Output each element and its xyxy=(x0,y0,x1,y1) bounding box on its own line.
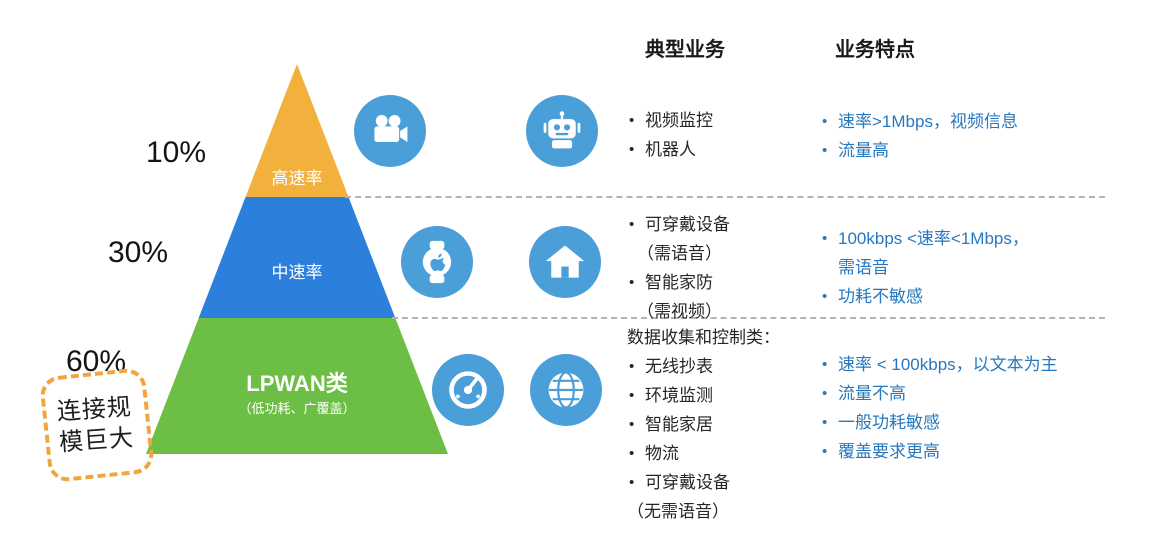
bullet-icon: • xyxy=(822,385,828,402)
list-item-text: 速率>1Mbps，视频信息 xyxy=(838,112,1018,131)
list-item: •（无需语音） xyxy=(627,497,730,526)
bullet-icon: • xyxy=(629,387,635,404)
list-item: • 物流 xyxy=(627,439,730,468)
connection-scale-annotation: 连接规模巨大 xyxy=(38,366,156,484)
typical-list-row3: • 无线抄表 • 环境监测 • 智能家居 • 物流 • 可穿戴设备 •（无需语音） xyxy=(627,352,730,526)
robot-glyph xyxy=(543,111,581,149)
list-item: • 可穿戴设备 xyxy=(627,210,730,239)
bullet-icon: • xyxy=(822,288,828,305)
list-item-text: 物流 xyxy=(645,444,679,463)
list-item: • 流量高 xyxy=(820,136,1018,165)
annotation-text: 连接规模巨大 xyxy=(56,393,135,457)
typical-list-row2: • 可穿戴设备 •（需语音） • 智能家防 •（需视频） xyxy=(627,210,730,326)
bullet-icon: • xyxy=(629,216,635,233)
list-item-text: 可穿戴设备 xyxy=(645,473,730,492)
features-list-row3: • 速率 < 100kbps，以文本为主 • 流量不高 • 一般功耗敏感 • 覆盖要求更… xyxy=(820,350,1058,466)
globe-glyph xyxy=(548,371,584,409)
list-item: • 流量不高 xyxy=(820,379,1058,408)
globe-icon xyxy=(530,354,602,426)
list-item-text: 智能家防 xyxy=(645,273,713,292)
typical-business-header: 典型业务 xyxy=(645,39,725,61)
video-camera-icon xyxy=(354,95,426,167)
smart-home-icon xyxy=(529,226,601,298)
list-item-text: （需语音） xyxy=(637,244,722,263)
bullet-icon: • xyxy=(629,358,635,375)
bullet-icon: • xyxy=(629,274,635,291)
list-item: • 一般功耗敏感 xyxy=(820,408,1058,437)
list-item-text: 可穿戴设备 xyxy=(645,215,730,234)
house-glyph xyxy=(545,245,585,278)
list-item: •（需视频） xyxy=(627,297,730,326)
tier-low-label: LPWAN类 xyxy=(246,371,348,396)
list-item-text: 流量不高 xyxy=(838,384,906,403)
divider-line-2 xyxy=(392,317,1105,319)
list-item-text: 功耗不敏感 xyxy=(838,287,923,306)
meter-gauge-icon xyxy=(432,354,504,426)
data-collection-group-label: 数据收集和控制类： xyxy=(627,328,780,347)
bullet-icon: • xyxy=(822,414,828,431)
list-item: • 视频监控 xyxy=(627,106,713,135)
bullet-icon: • xyxy=(822,356,828,373)
bullet-icon: • xyxy=(629,416,635,433)
list-item: • 环境监测 xyxy=(627,381,730,410)
smart-watch-icon xyxy=(401,226,473,298)
list-item: • 无线抄表 xyxy=(627,352,730,381)
list-item-text: 视频监控 xyxy=(645,111,713,130)
bullet-icon: • xyxy=(629,445,635,462)
bullet-icon: • xyxy=(822,113,828,130)
gauge-glyph xyxy=(449,371,487,409)
smart-watch-glyph xyxy=(422,240,452,284)
bullet-icon: • xyxy=(629,112,635,129)
list-item: • 覆盖要求更高 xyxy=(820,437,1058,466)
list-item: • 可穿戴设备 xyxy=(627,468,730,497)
video-camera-glyph xyxy=(374,114,408,142)
list-item-text: 智能家居 xyxy=(645,415,713,434)
list-item-text: 100kbps <速率<1Mbps， xyxy=(838,229,1029,248)
divider-line-1 xyxy=(345,196,1105,198)
list-item: • 智能家防 xyxy=(627,268,730,297)
list-item-text: （无需语音） xyxy=(627,502,729,521)
list-item: •需语音 xyxy=(820,253,1029,282)
tier-high-percent: 10% xyxy=(146,136,207,169)
list-item-text: （需视频） xyxy=(637,302,722,321)
features-list-row1: • 速率>1Mbps，视频信息 • 流量高 xyxy=(820,107,1018,165)
bullet-icon: • xyxy=(822,230,828,247)
list-item: • 速率 < 100kbps，以文本为主 xyxy=(820,350,1058,379)
robot-icon xyxy=(526,95,598,167)
list-item: •（需语音） xyxy=(627,239,730,268)
bullet-icon: • xyxy=(629,141,635,158)
features-list-row2: • 100kbps <速率<1Mbps， •需语音 • 功耗不敏感 xyxy=(820,224,1029,311)
list-item: • 速率>1Mbps，视频信息 xyxy=(820,107,1018,136)
list-item: • 功耗不敏感 xyxy=(820,282,1029,311)
list-item-text: 需语音 xyxy=(838,258,889,277)
bullet-icon: • xyxy=(822,443,828,460)
typical-list-row1: • 视频监控 • 机器人 xyxy=(627,106,713,164)
list-item-text: 环境监测 xyxy=(645,386,713,405)
bullet-icon: • xyxy=(629,474,635,491)
list-item: • 智能家居 xyxy=(627,410,730,439)
bullet-icon: • xyxy=(822,142,828,159)
list-item: • 机器人 xyxy=(627,135,713,164)
list-item-text: 速率 < 100kbps，以文本为主 xyxy=(838,355,1058,374)
tier-low-sublabel: （低功耗、广覆盖） xyxy=(238,401,356,416)
list-item-text: 流量高 xyxy=(838,141,889,160)
tier-high-label: 高速率 xyxy=(271,169,323,188)
list-item-text: 覆盖要求更高 xyxy=(838,442,940,461)
list-item-text: 无线抄表 xyxy=(645,357,713,376)
business-features-header: 业务特点 xyxy=(835,39,915,61)
list-item-text: 机器人 xyxy=(645,140,696,159)
tier-mid-label: 中速率 xyxy=(271,263,323,282)
tier-mid-percent: 30% xyxy=(108,236,169,269)
tier-low-band xyxy=(146,318,448,454)
tier-low-percent: 60% xyxy=(66,345,127,378)
list-item: • 100kbps <速率<1Mbps， xyxy=(820,224,1029,253)
list-item-text: 一般功耗敏感 xyxy=(838,413,940,432)
